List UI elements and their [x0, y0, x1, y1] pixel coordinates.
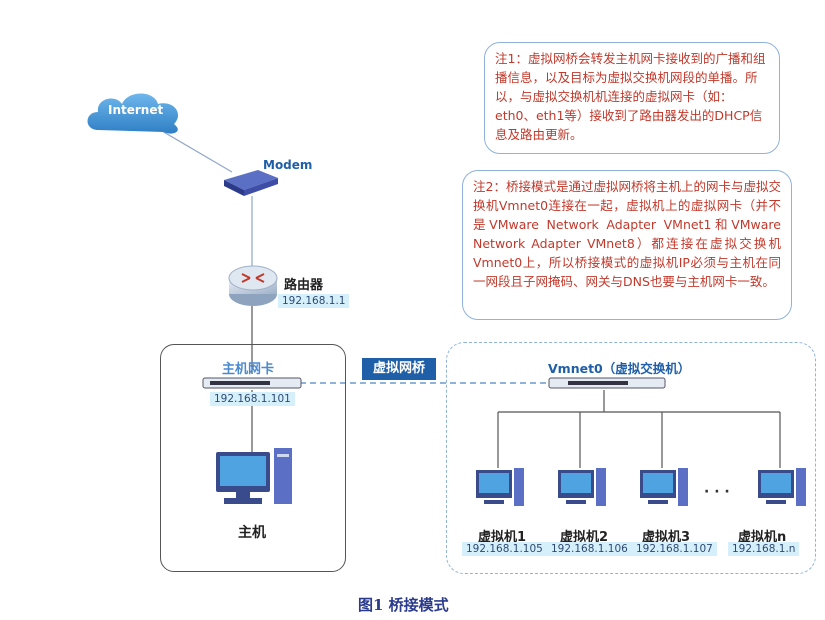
host-label: 主机: [238, 525, 266, 541]
router-ip: 192.168.1.1: [278, 294, 350, 308]
vm-ip: 192.168.1.n: [728, 542, 800, 556]
vm-ip: 192.168.1.107: [632, 542, 717, 556]
vm-computer-icon: [640, 468, 688, 506]
router-label: 路由器: [284, 278, 324, 293]
internet-label: Internet: [108, 103, 164, 117]
note-1: 注1：虚拟网桥会转发主机网卡接收到的广播和组播信息，以及目标为虚拟交换机网段的单…: [484, 42, 780, 154]
note-2: 注2：桥接模式是通过虚拟网桥将主机上的网卡与虚拟交换机Vmnet0连接在一起，虚…: [462, 170, 792, 320]
vm-ip: 192.168.1.106: [547, 542, 632, 556]
vm-computer-icon: [476, 468, 524, 506]
internet-cloud-icon: [87, 93, 179, 134]
host-computer-icon: [216, 448, 292, 504]
vm-computer-icon: [758, 468, 806, 506]
vm-label: 虚拟机3: [642, 530, 691, 545]
vm-container: [446, 342, 816, 574]
vm-ip: 192.168.1.105: [462, 542, 547, 556]
vswitch-label: Vmnet0（虚拟交换机）: [548, 361, 691, 376]
modem-icon: [224, 170, 278, 196]
vm-label: 虚拟机n: [738, 530, 787, 545]
modem-label: Modem: [263, 158, 313, 172]
host-nic-label: 主机网卡: [222, 362, 275, 377]
vm-label: 虚拟机1: [478, 530, 527, 545]
host-container: [160, 344, 346, 572]
router-icon: [228, 265, 278, 306]
host-nic-icon: [202, 377, 302, 389]
vm-computer-icon: [558, 468, 606, 506]
vm-label: 虚拟机2: [560, 530, 609, 545]
figure-caption: 图1 桥接模式: [358, 596, 449, 614]
vm-ellipsis: · · ·: [704, 484, 730, 500]
vswitch-icon: [548, 377, 666, 389]
host-nic-ip: 192.168.1.101: [210, 392, 295, 406]
virtual-bridge-label: 虚拟网桥: [362, 358, 436, 380]
